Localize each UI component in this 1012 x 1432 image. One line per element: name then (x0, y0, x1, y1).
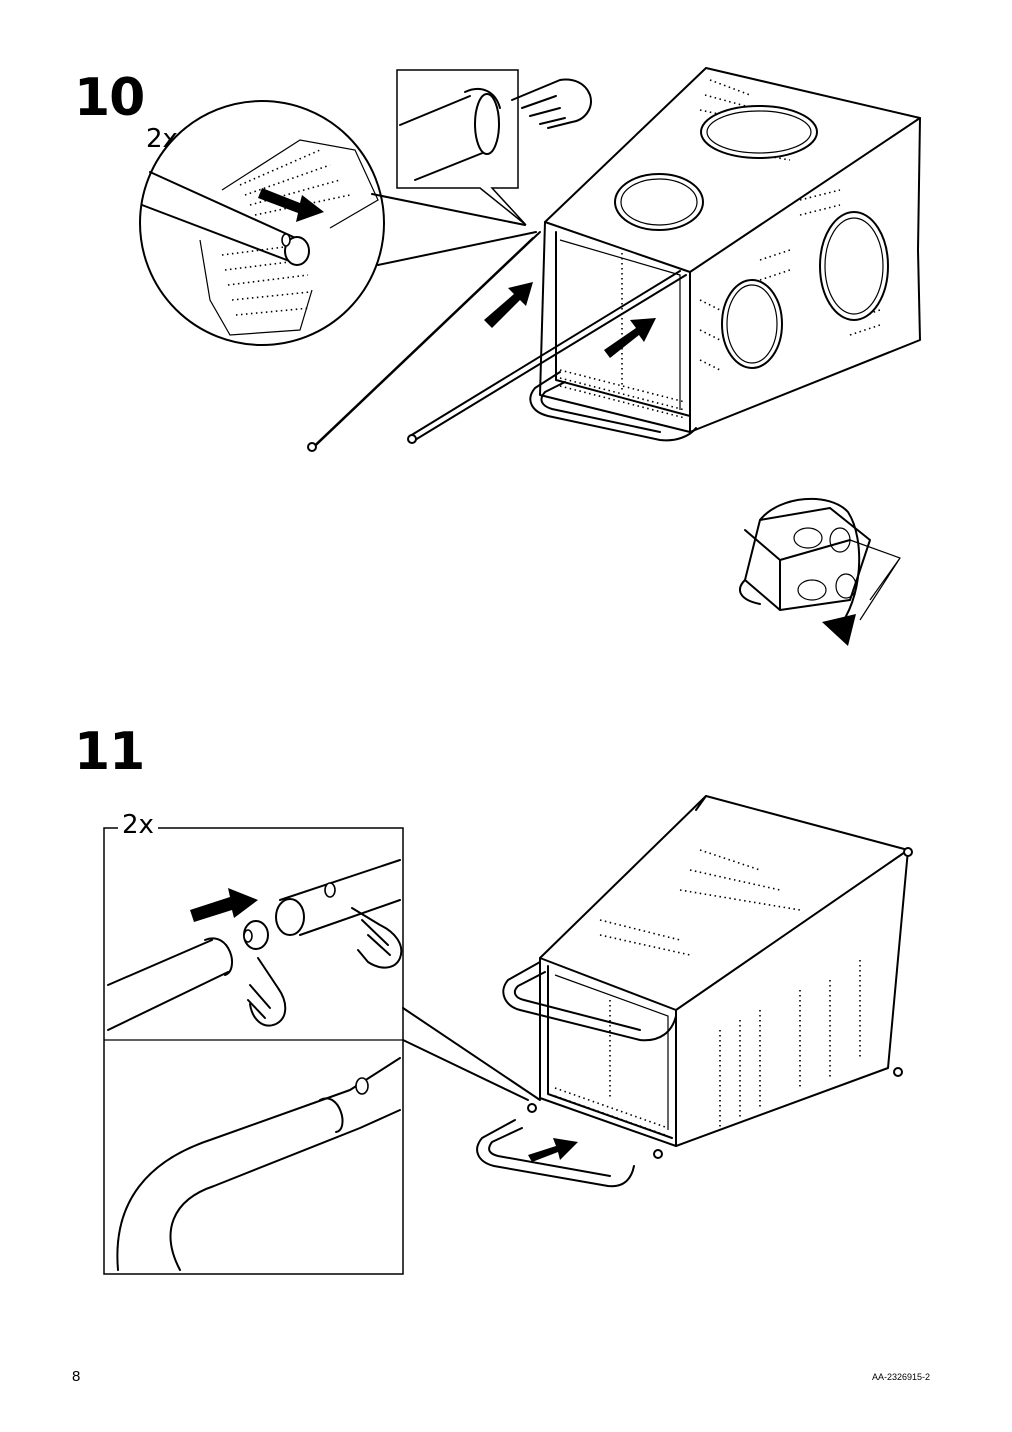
pointing-hand-icon (247, 957, 287, 1027)
step-10-detail-callout (139, 100, 537, 346)
rotate-illustration (739, 497, 901, 646)
step-11-detail-frame (103, 827, 541, 1275)
step-11-number: 11 (74, 722, 145, 782)
step-11-quantity: 2x (118, 812, 158, 838)
step-10-tent-box (307, 67, 921, 452)
step-11-tent-box (476, 795, 913, 1188)
insert-arrow-icon (258, 188, 324, 222)
page-number: 8 (72, 1368, 81, 1385)
insert-arrow-icon (484, 282, 533, 328)
step-10-square-detail (396, 69, 592, 226)
insert-arrow-icon (528, 1138, 578, 1162)
document-code: AA-2326915-2 (872, 1372, 931, 1382)
insert-arrow-icon (190, 888, 258, 922)
pointing-hand-icon (351, 907, 403, 969)
insert-arrow-icon (604, 318, 656, 358)
pointing-hand-icon (511, 78, 592, 129)
rotate-arrow-icon (759, 497, 861, 646)
step-10-number: 10 (74, 68, 145, 128)
